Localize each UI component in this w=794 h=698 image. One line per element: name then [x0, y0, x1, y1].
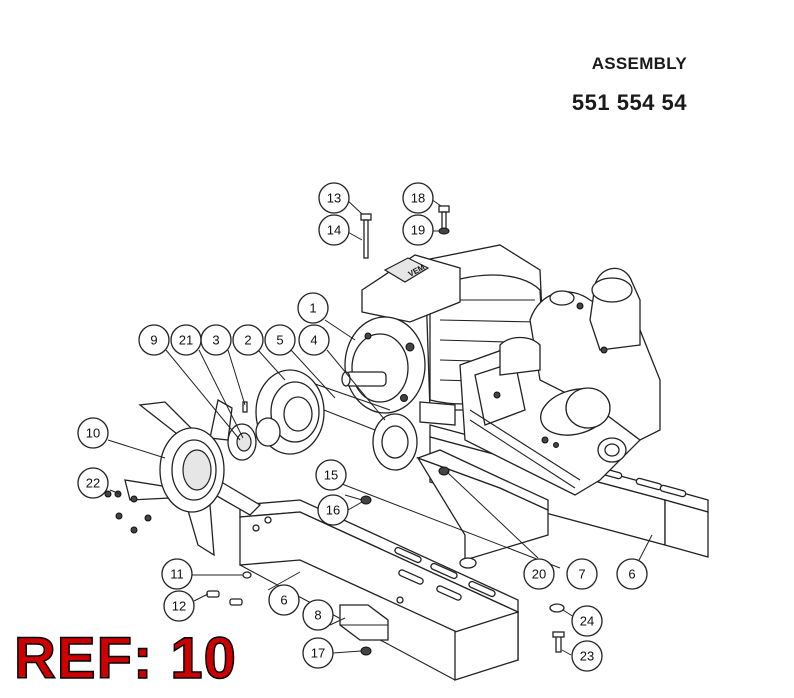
hub-spacer	[227, 401, 257, 461]
svg-text:7: 7	[578, 567, 585, 582]
svg-text:14: 14	[327, 223, 341, 238]
svg-text:13: 13	[327, 191, 341, 206]
callout-16: 16	[317, 494, 349, 526]
svg-text:3: 3	[212, 333, 219, 348]
svg-text:19: 19	[411, 223, 425, 238]
callout-3: 3	[200, 324, 232, 356]
svg-text:9: 9	[150, 333, 157, 348]
svg-text:1: 1	[309, 301, 316, 316]
belt-and-pulleys	[255, 369, 418, 471]
svg-text:12: 12	[172, 599, 186, 614]
svg-text:22: 22	[86, 476, 100, 491]
callout-24: 24	[571, 605, 603, 637]
callout-2: 2	[232, 324, 264, 356]
callout-8: 8	[302, 599, 334, 631]
svg-text:17: 17	[311, 646, 325, 661]
callout-22: 22	[77, 467, 109, 499]
callout-1: 1	[297, 292, 329, 324]
frame-rail-left	[239, 499, 519, 681]
callout-9: 9	[138, 324, 170, 356]
svg-text:8: 8	[314, 608, 321, 623]
callout-5: 5	[264, 324, 296, 356]
svg-text:21: 21	[179, 333, 193, 348]
callout-18: 18	[402, 182, 434, 214]
svg-text:15: 15	[324, 468, 338, 483]
leader-lines	[107, 198, 653, 656]
assembly-title: ASSEMBLY	[591, 54, 687, 73]
callout-12: 12	[163, 590, 195, 622]
pump-unit	[459, 267, 661, 496]
svg-text:6: 6	[628, 567, 635, 582]
svg-text:4: 4	[310, 333, 317, 348]
hardware	[104, 205, 565, 656]
callout-10: 10	[77, 417, 109, 449]
callout-21: 21	[170, 324, 202, 356]
svg-text:2: 2	[244, 333, 251, 348]
svg-text:18: 18	[411, 191, 425, 206]
callout-17: 17	[302, 637, 334, 669]
callout-11: 11	[161, 558, 193, 590]
callout-20: 20	[523, 558, 555, 590]
callout-13: 13	[318, 182, 350, 214]
svg-text:20: 20	[532, 567, 546, 582]
callout-4: 4	[298, 324, 330, 356]
callout-6-left: 6	[268, 584, 300, 616]
callout-6-right: 6	[616, 558, 648, 590]
svg-text:10: 10	[86, 426, 100, 441]
svg-text:16: 16	[326, 503, 340, 518]
svg-text:5: 5	[276, 333, 283, 348]
assembly-part-number: 551 554 54	[571, 90, 687, 115]
svg-text:11: 11	[170, 567, 184, 582]
svg-text:24: 24	[580, 614, 594, 629]
svg-text:6: 6	[280, 593, 287, 608]
callout-7: 7	[566, 558, 598, 590]
svg-text:23: 23	[580, 649, 594, 664]
small-bracket	[339, 604, 389, 641]
callout-14: 14	[318, 214, 350, 246]
callout-15: 15	[315, 459, 347, 491]
cooling-fan	[124, 398, 262, 557]
ref-label: REF: 10	[13, 626, 237, 691]
callout-23: 23	[571, 640, 603, 672]
cross-bracket	[416, 449, 549, 569]
callout-19: 19	[402, 214, 434, 246]
